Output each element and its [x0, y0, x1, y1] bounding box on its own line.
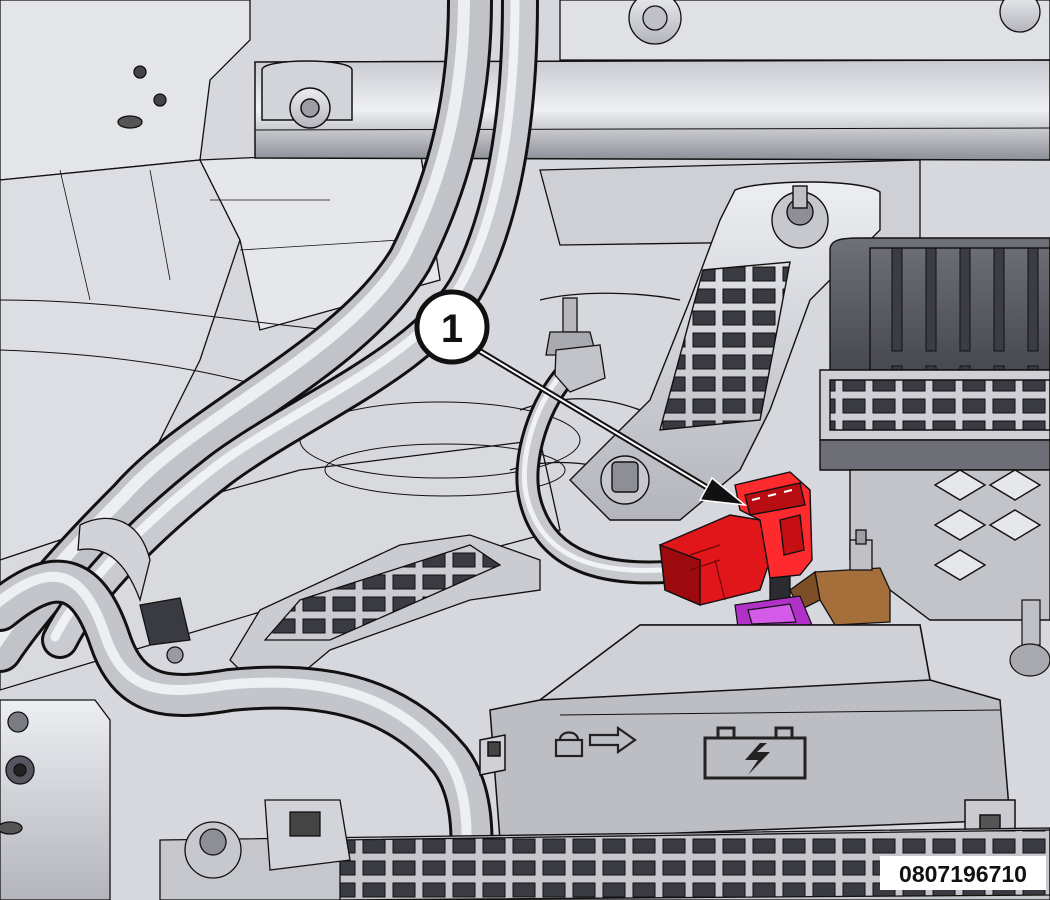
- bracket-slots: [659, 261, 791, 431]
- cross-rail: [254, 59, 1050, 161]
- battery-icon: [703, 726, 807, 780]
- figure-id: 0807196710: [880, 856, 1046, 890]
- red-connector: [659, 471, 813, 607]
- ground-cable: [515, 358, 702, 585]
- edge-stud: [1009, 599, 1050, 677]
- padlock-icon: [554, 731, 584, 758]
- bottom-grille: [159, 799, 1050, 900]
- ground-stud: [545, 297, 606, 393]
- figure-id-label: 0807196710: [899, 861, 1027, 887]
- callout-1: 1: [414, 289, 490, 365]
- arrow-right-icon: [588, 725, 637, 755]
- callout-label: 1: [441, 307, 463, 351]
- battery-tray: [819, 237, 1050, 621]
- cable-tie: [77, 517, 191, 664]
- sensor-module: [734, 595, 813, 629]
- bracket-left: [0, 699, 111, 900]
- battery-cover: [479, 624, 1016, 861]
- callout-leader: [476, 347, 748, 507]
- wiring-harness: [0, 0, 539, 900]
- mounting-bracket: [569, 181, 881, 521]
